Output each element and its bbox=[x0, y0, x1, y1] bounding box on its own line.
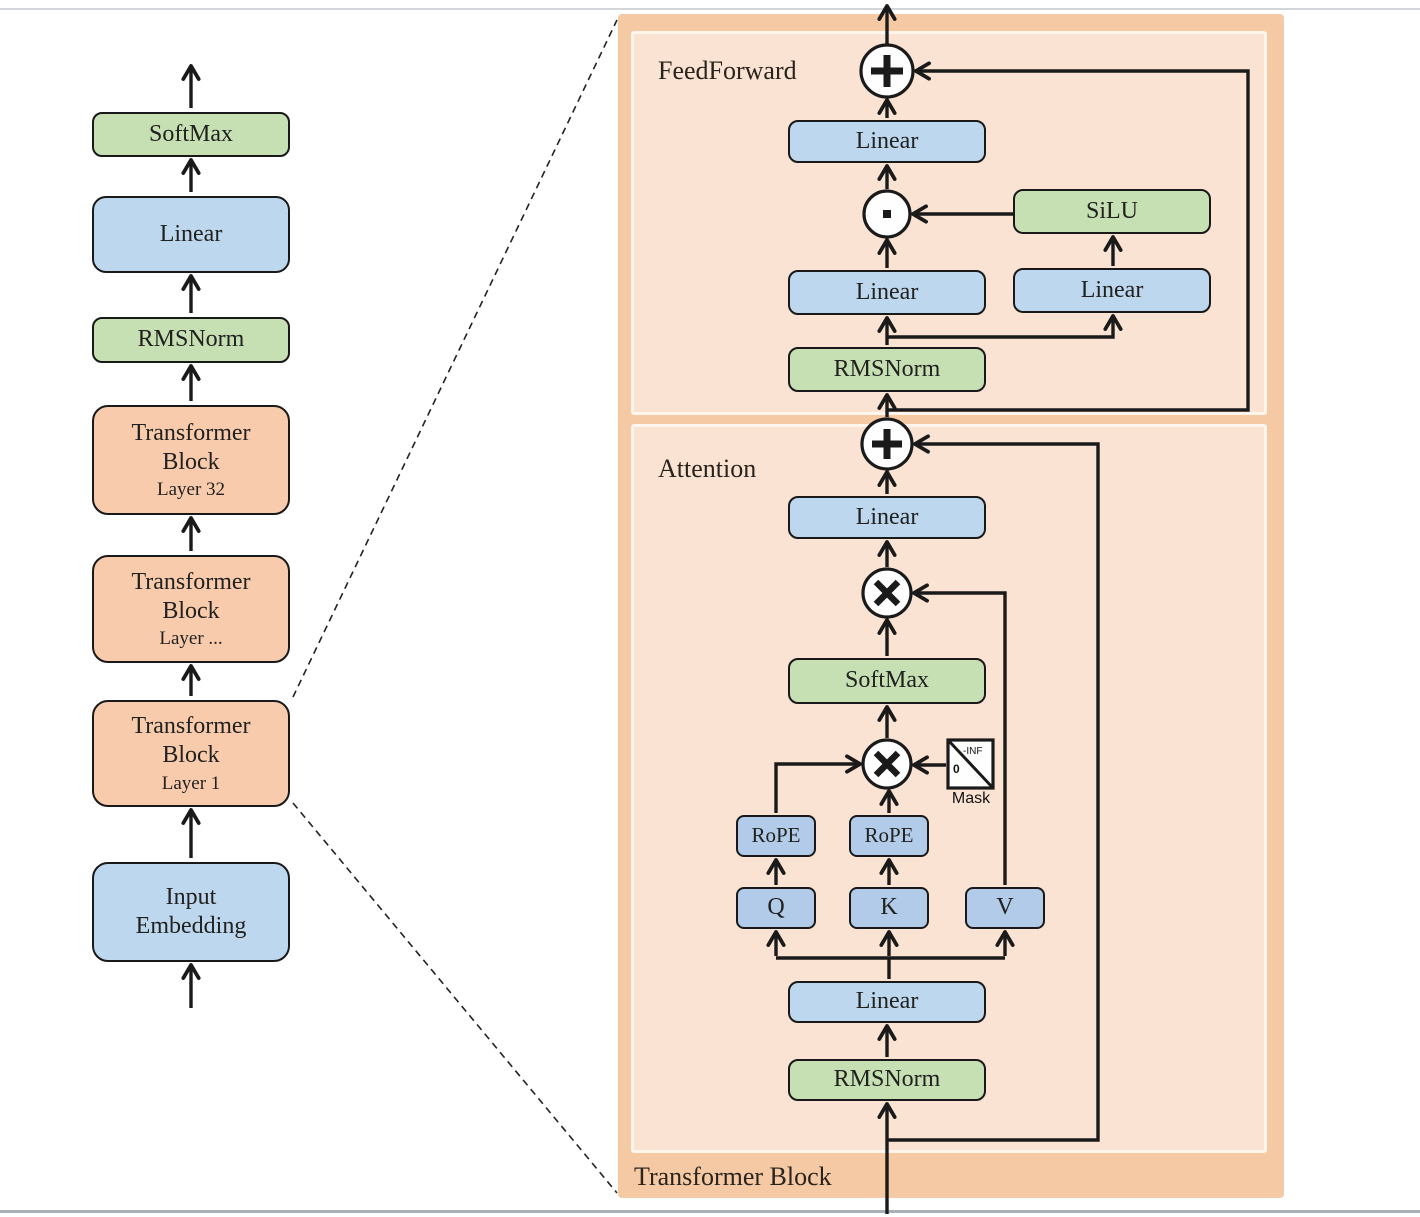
residual-feedforward bbox=[887, 61, 1250, 412]
attn-v: V bbox=[965, 887, 1045, 929]
causal-mask-icon bbox=[946, 738, 995, 790]
ff-linear-out: Linear bbox=[788, 120, 986, 163]
block-layer-label: Layer ... bbox=[159, 628, 223, 650]
ff-silu: SiLU bbox=[1013, 189, 1211, 234]
attn-rmsnorm: RMSNorm bbox=[788, 1059, 986, 1101]
pipeline-transformer-block-1: Transformer Block Layer 1 bbox=[92, 700, 290, 807]
top-border-line bbox=[0, 8, 1420, 10]
pipeline-input-embedding: Input Embedding bbox=[92, 862, 290, 962]
block-label: Transformer Block bbox=[131, 568, 251, 624]
ff-linear-right: Linear bbox=[1013, 268, 1211, 313]
query-path bbox=[774, 754, 862, 813]
pipeline-transformer-block-mid: Transformer Block Layer ... bbox=[92, 555, 290, 663]
attn-rope-q: RoPE bbox=[736, 815, 816, 857]
zoom-connector-bottom bbox=[292, 802, 618, 1194]
mask-zero-label: 0 bbox=[953, 762, 960, 776]
block-label: Transformer Block bbox=[131, 713, 251, 769]
qkv-split-rail bbox=[776, 956, 1005, 979]
mask-label: Mask bbox=[951, 790, 991, 807]
attn-linear-out: Linear bbox=[788, 496, 986, 539]
transformer-block-label: Transformer Block bbox=[634, 1162, 832, 1191]
pipeline-rmsnorm: RMSNorm bbox=[92, 317, 290, 363]
matmul-icon bbox=[861, 738, 913, 790]
attn-rope-k: RoPE bbox=[849, 815, 929, 857]
add-icon bbox=[860, 417, 914, 471]
attn-softmax: SoftMax bbox=[788, 658, 986, 704]
feedforward-label: FeedForward bbox=[658, 56, 797, 85]
ff-rmsnorm: RMSNorm bbox=[788, 347, 986, 392]
attn-k: K bbox=[849, 887, 929, 929]
elementwise-multiply-icon bbox=[862, 189, 912, 239]
mask-neg-inf-label: -INF bbox=[963, 746, 983, 757]
flow-arrow bbox=[887, 314, 1123, 339]
value-path bbox=[912, 583, 1007, 885]
bottom-border-line bbox=[0, 1210, 1420, 1213]
pipeline-softmax: SoftMax bbox=[92, 112, 290, 157]
pipeline-linear: Linear bbox=[92, 196, 290, 273]
matmul-icon bbox=[861, 567, 913, 619]
add-icon bbox=[859, 43, 915, 99]
block-label: Transformer Block bbox=[131, 419, 251, 475]
attn-q: Q bbox=[736, 887, 816, 929]
block-layer-label: Layer 32 bbox=[156, 479, 226, 501]
block-layer-label: Layer 1 bbox=[161, 772, 221, 794]
ff-linear-left: Linear bbox=[788, 270, 986, 315]
attn-linear-in: Linear bbox=[788, 981, 986, 1023]
zoom-connector-top bbox=[292, 19, 618, 698]
residual-attention bbox=[887, 434, 1100, 1142]
pipeline-transformer-block-32: Transformer Block Layer 32 bbox=[92, 405, 290, 515]
attention-label: Attention bbox=[658, 454, 757, 483]
